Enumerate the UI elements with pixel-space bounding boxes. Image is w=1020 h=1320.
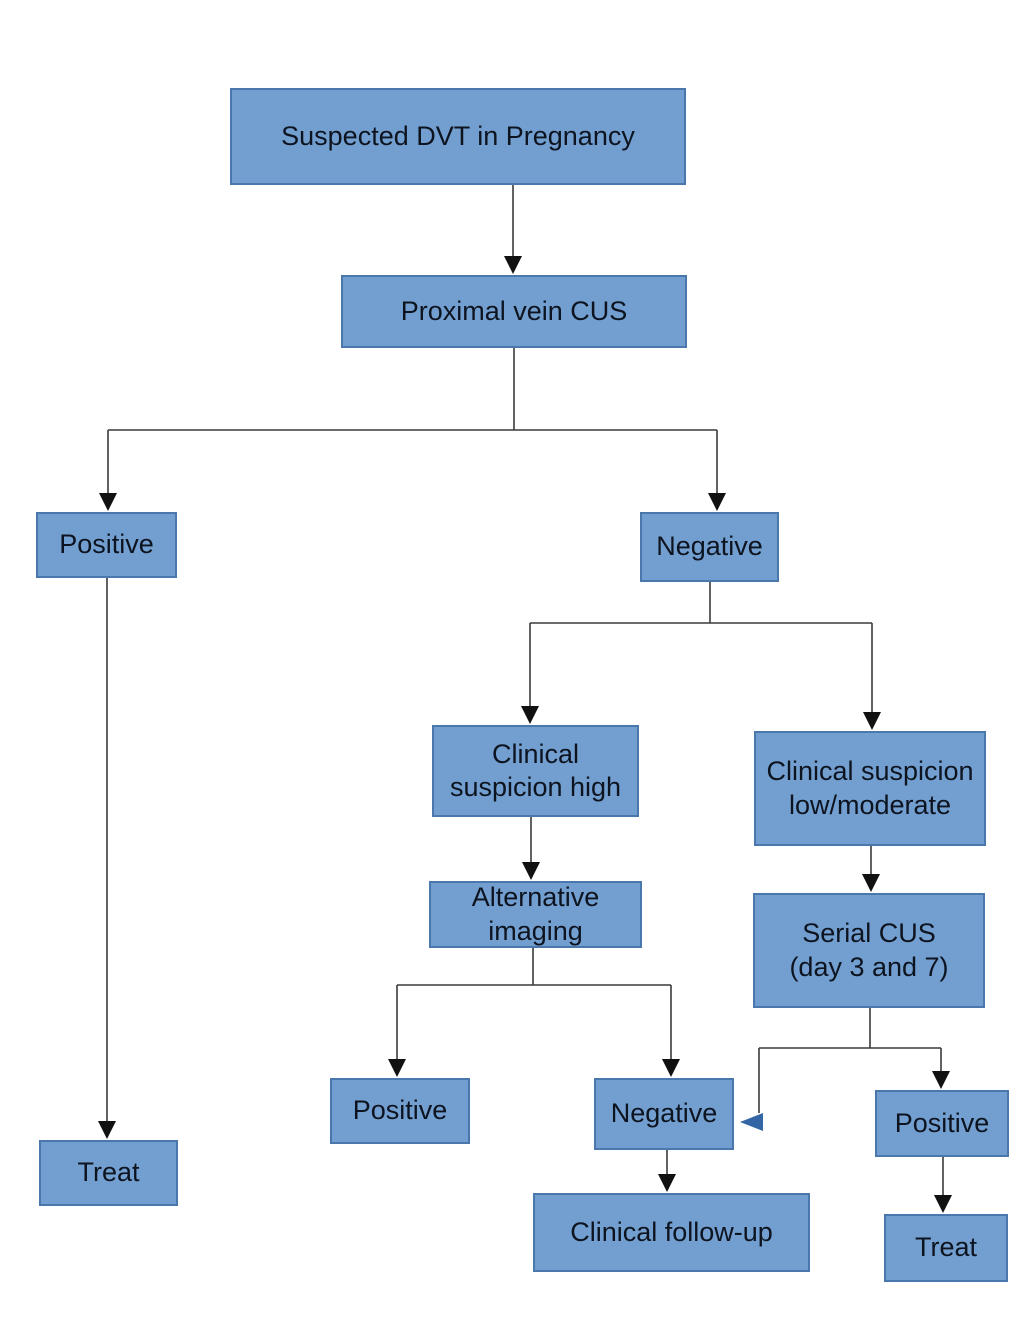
node-alt-negative: Negative [594,1078,734,1150]
node-alternative-imaging-label: Alternative imaging [471,882,600,946]
node-alt-positive: Positive [330,1078,470,1144]
node-treat-serial-label: Treat [914,1232,977,1263]
node-clinical-suspicion-low-moderate: Clinical suspicion low/moderate [754,731,986,846]
node-proximal-vein-cus-label: Proximal vein CUS [400,295,628,326]
node-clinical-suspicion-low-moderate-label: Clinical suspicion low/moderate [766,756,974,820]
node-clinical-follow-up: Clinical follow-up [533,1193,810,1272]
node-suspected-dvt-label: Suspected DVT in Pregnancy [281,120,635,151]
node-serial-cus-label: Serial CUS (day 3 and 7) [789,918,949,982]
node-serial-positive: Positive [875,1090,1009,1157]
node-cus-positive-label: Positive [59,529,154,560]
node-clinical-suspicion-high-label: Clinical suspicion high [449,738,622,802]
edge-altimaging-split [388,948,680,1077]
node-cus-positive: Positive [36,512,177,578]
node-serial-positive-label: Positive [894,1107,990,1138]
node-treat-primary-label: Treat [77,1157,140,1188]
node-cus-negative-label: Negative [656,531,763,562]
node-proximal-vein-cus: Proximal vein CUS [341,275,687,348]
node-alternative-imaging: Alternative imaging [429,881,642,948]
node-alt-negative-label: Negative [610,1098,718,1129]
node-cus-negative: Negative [640,512,779,582]
edge-proximal-split [99,348,726,511]
edge-negative-split [521,582,881,730]
node-clinical-suspicion-high: Clinical suspicion high [432,725,639,817]
node-serial-cus: Serial CUS (day 3 and 7) [753,893,985,1008]
node-treat-serial: Treat [884,1214,1008,1282]
node-suspected-dvt: Suspected DVT in Pregnancy [230,88,686,185]
node-treat-primary: Treat [39,1140,178,1206]
node-clinical-follow-up-label: Clinical follow-up [570,1216,773,1247]
node-alt-positive-label: Positive [352,1095,448,1126]
blue-left-arrowhead [740,1113,763,1131]
